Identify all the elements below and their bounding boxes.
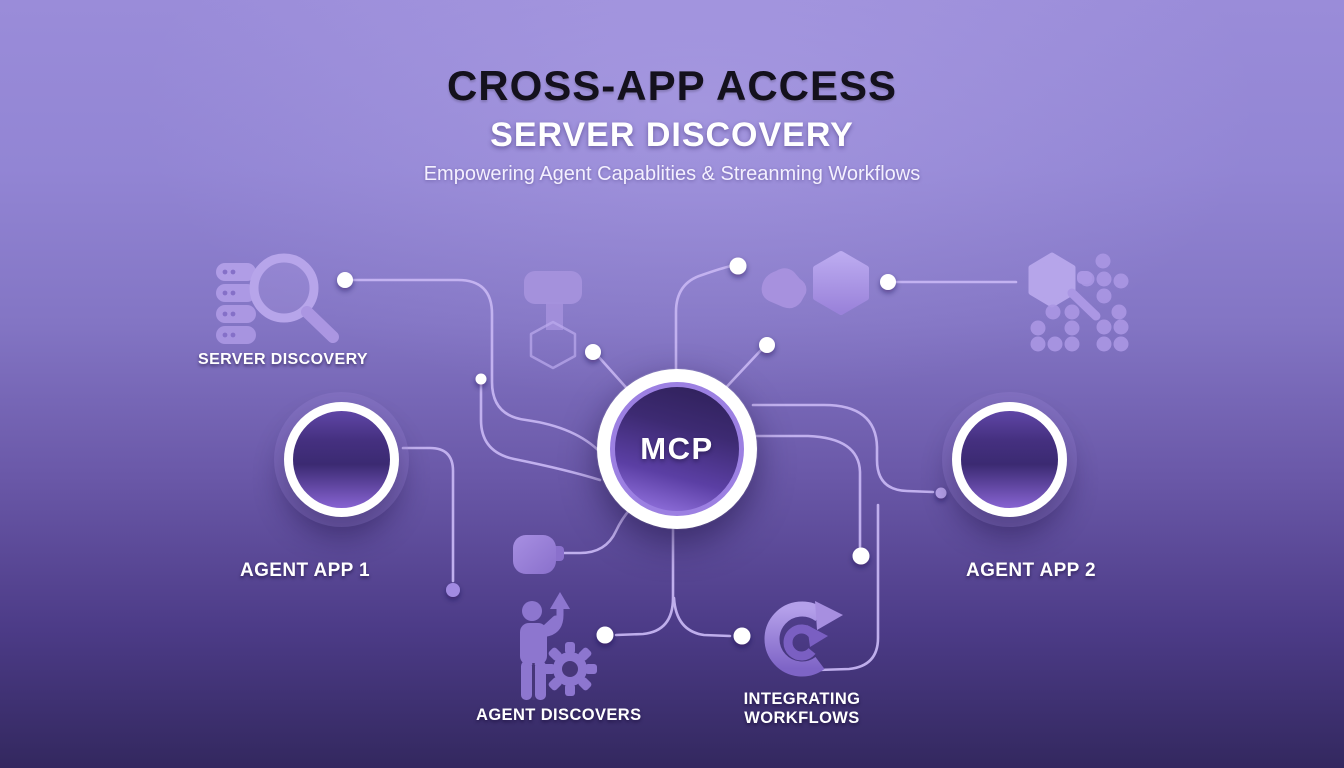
person-arrow-gear-icon — [520, 592, 597, 700]
mcp-label: MCP — [640, 431, 714, 466]
blob-hexagon-icon — [761, 268, 807, 309]
connector-line — [674, 264, 733, 375]
agent-app-1-node-fill — [293, 411, 390, 508]
connector-dot — [759, 337, 775, 353]
mcp-node-fill: MCP — [610, 382, 744, 516]
connector-line — [672, 596, 732, 638]
app-tile-icon — [513, 535, 564, 574]
hexagon-dots-cluster-icon — [1028, 252, 1129, 352]
agent-app-1-node — [284, 402, 399, 517]
server-discovery-label: SERVER DISCOVERY — [198, 351, 369, 368]
hexagon-icon — [813, 251, 869, 315]
connector-dot — [880, 274, 896, 290]
connector-dot — [935, 487, 947, 499]
connector-line — [751, 403, 935, 494]
connector-line — [401, 446, 455, 583]
agent-discovers-label: AGENT DISCOVERS — [476, 706, 642, 724]
connector-line — [816, 503, 880, 672]
connector-dot — [585, 344, 601, 360]
page-tagline: Empowering Agent Capablities & Streanmin… — [423, 163, 921, 185]
agent-app-2-node-fill — [961, 411, 1058, 508]
integrating-workflows-label-line1: INTEGRATING — [743, 690, 861, 708]
integrating-workflows-label: INTEGRATING WORKFLOWS — [722, 690, 882, 728]
connector-line — [479, 382, 602, 482]
page-title: CROSS-APP ACCESS — [446, 62, 898, 109]
connector-dot — [596, 626, 614, 644]
integrating-workflows-label-line2: WORKFLOWS — [744, 709, 860, 727]
connector-dot — [446, 583, 460, 597]
connector-line — [614, 523, 675, 637]
connector-pin-icon — [524, 271, 582, 370]
connector-dots — [337, 257, 947, 645]
database-icon — [216, 263, 256, 344]
connector-line — [343, 278, 603, 455]
connector-dot — [852, 547, 870, 565]
connector-dot — [733, 627, 751, 645]
page-subtitle: SERVER DISCOVERY — [490, 116, 854, 154]
agent-app-2-label: AGENT APP 2 — [965, 560, 1097, 581]
agent-app-1-label: AGENT APP 1 — [239, 560, 371, 581]
connector-line — [749, 434, 862, 549]
connector-dot — [337, 272, 353, 288]
connector-dot — [729, 257, 747, 275]
sync-arrows-icon — [764, 601, 843, 677]
connector-line — [558, 505, 634, 555]
connector-dot — [475, 373, 487, 385]
search-icon — [249, 253, 339, 343]
agent-app-2-node — [952, 402, 1067, 517]
header: CROSS-APP ACCESS SERVER DISCOVERY Empowe… — [0, 0, 1344, 186]
mcp-node: MCP — [597, 369, 757, 529]
